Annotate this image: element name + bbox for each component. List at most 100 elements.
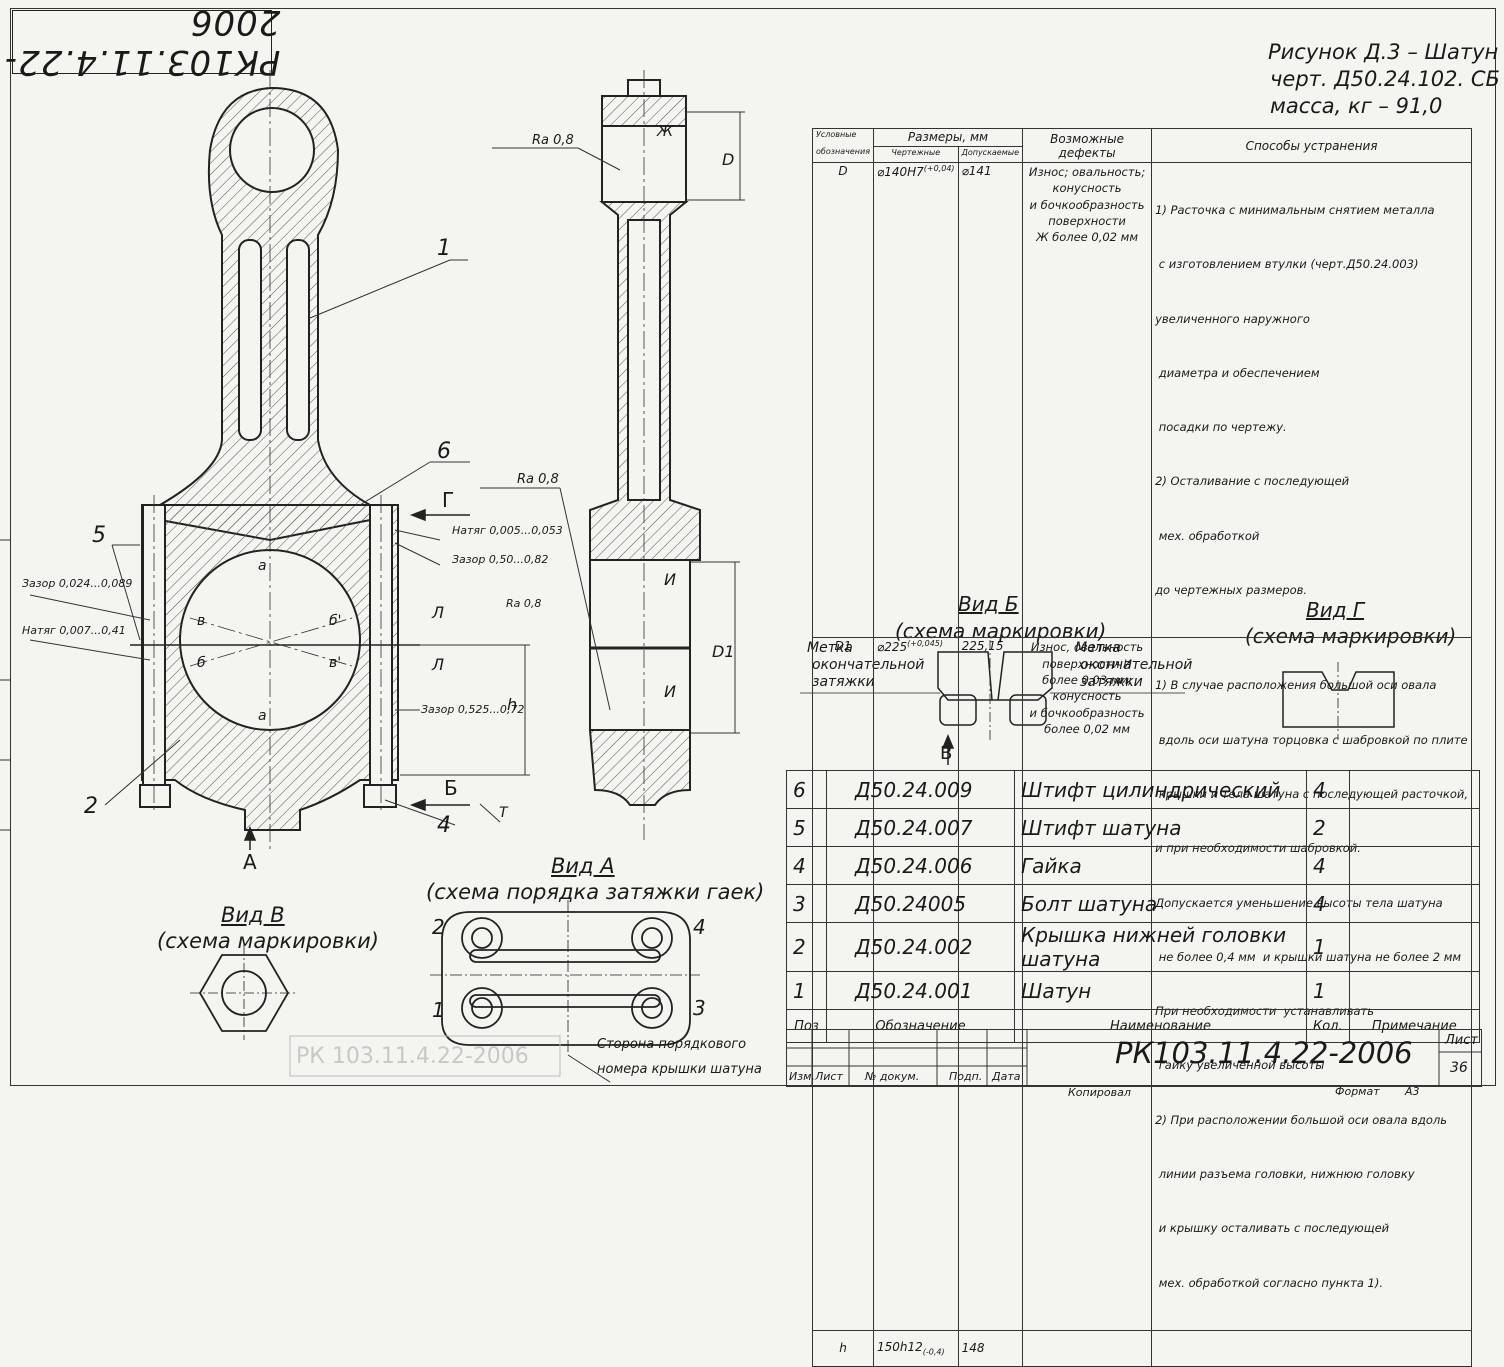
point-a-top: а — [258, 558, 267, 574]
header-defects: Возможные дефекты — [1021, 128, 1153, 163]
row-defects-d: Износ; овальность; конусность и бочкообр… — [1021, 161, 1153, 639]
side-note-line2: номера крышки шатуна — [597, 1062, 762, 1077]
header-code: Обозначение — [826, 1009, 1015, 1043]
title-block: РК103.11.4.22-2006 Лист 36 Изм. Лист № д… — [786, 1029, 1482, 1087]
part-pos: 6 — [786, 770, 827, 809]
part-pos: 2 — [786, 922, 827, 972]
surface-i1-label: И — [664, 570, 676, 589]
ra-mid-label: Ra 0,8 — [517, 472, 559, 487]
part-note — [1348, 770, 1481, 809]
dim-d-label: D — [722, 150, 735, 169]
part-pos: 3 — [786, 884, 827, 923]
natyag-left-label: Натяг 0,007...0,41 — [22, 624, 126, 637]
header-name: Наименование — [1014, 1009, 1307, 1043]
leader-5: 5 — [92, 523, 106, 548]
point-v-right: в' — [329, 655, 342, 671]
side-view-dimensions — [29, 111, 745, 826]
parts-row: 3 Д50.24005 Болт шатуна 4 — [786, 884, 1481, 923]
copied-label: Копировал — [1068, 1086, 1131, 1099]
sheet-label: Лист — [1445, 1033, 1478, 1048]
zazor-left-label: Зазор 0,024...0,089 — [22, 577, 133, 590]
part-note — [1348, 846, 1481, 885]
header-dimensions: Размеры, мм — [873, 128, 1023, 147]
side-note-line1: Сторона порядкового — [597, 1037, 747, 1052]
parts-row: 4 Д50.24.006 Гайка 4 — [786, 846, 1481, 885]
parts-header-row: Поз Обозначение Наименование Кол. Примеч… — [786, 1009, 1481, 1043]
title-block-grid — [787, 1030, 1481, 1086]
point-b-left: б — [197, 655, 206, 671]
ra-top-label: Ra 0,8 — [532, 133, 574, 148]
point-a-bottom: а — [258, 708, 267, 724]
header-drawing: Чертежные — [873, 146, 959, 163]
parts-row: 5 Д50.24.007 Штифт шатуна 2 — [786, 808, 1481, 847]
part-qty: 1 — [1306, 922, 1350, 972]
leader-2: 2 — [84, 794, 98, 819]
view-arrow-b-label: Б — [444, 776, 458, 800]
part-name: Болт шатуна — [1014, 884, 1307, 923]
part-pos: 1 — [786, 971, 827, 1010]
view-v-title: Вид В — [221, 903, 285, 927]
zazor-label-1: Зазор 0,50...0,82 — [452, 553, 549, 566]
watermark: РК 103.11.4.22-2006 — [296, 1044, 529, 1069]
part-name: Штифт цилиндрический — [1014, 770, 1307, 809]
leader-4: 4 — [437, 813, 451, 838]
surface-t-label: Т — [499, 805, 508, 821]
format-value: А3 — [1405, 1085, 1420, 1098]
row-drawing-h: 150h12(-0,4) — [873, 1329, 959, 1367]
surface-i2-label: И — [664, 682, 676, 701]
section-l2-label: Л — [432, 655, 445, 674]
doc-code: РК103.11.4.22-2006 — [1115, 1036, 1413, 1070]
order-2: 2 — [432, 915, 445, 939]
order-1: 1 — [432, 998, 445, 1022]
row-designation-h: h — [812, 1329, 874, 1367]
col-change: Изм. — [789, 1070, 815, 1083]
part-note — [1348, 808, 1481, 847]
part-pos: 4 — [786, 846, 827, 885]
part-name: Гайка — [1014, 846, 1307, 885]
parts-row: 2 Д50.24.002 Крышка нижней головки шатун… — [786, 922, 1481, 972]
view-a-subtitle: (схема порядка затяжки гаек) — [426, 880, 765, 904]
part-note — [1348, 971, 1481, 1010]
order-4: 4 — [693, 915, 706, 939]
row-allowed-d: ⌀141 — [957, 161, 1024, 639]
part-code: Д50.24.001 — [826, 971, 1015, 1010]
part-note — [1348, 922, 1481, 972]
row-remedies-h — [1151, 1329, 1472, 1367]
front-view — [130, 86, 420, 831]
surface-zh-label: Ж — [657, 122, 674, 140]
defects-table: Условные обозначения Размеры, мм Возможн… — [812, 128, 1472, 1367]
point-b-right: б' — [329, 613, 342, 629]
col-doc: № докум. — [865, 1070, 920, 1083]
row-designation-d: D — [812, 161, 874, 639]
col-sign: Подп. — [949, 1070, 983, 1083]
ra-small-label: Ra 0,8 — [506, 597, 542, 610]
view-v-subtitle: (схема маркировки) — [157, 929, 379, 953]
figure-mass: масса, кг – 91,0 — [1270, 94, 1443, 118]
connecting-rod-drawing — [0, 70, 1395, 1083]
part-name: Штифт шатуна — [1014, 808, 1307, 847]
col-date: Дата — [992, 1070, 1021, 1083]
leader-1: 1 — [437, 236, 451, 261]
row-remedies-d: 1) Расточка с минимальным снятием металл… — [1151, 161, 1472, 639]
header-designation: Условные обозначения — [812, 128, 874, 163]
front-view-centerlines — [153, 70, 382, 850]
row-allowed-h: 148 — [957, 1329, 1024, 1367]
part-qty: 4 — [1306, 770, 1350, 809]
part-code: Д50.24.007 — [826, 808, 1015, 847]
part-name: Крышка нижней головки шатуна — [1014, 922, 1307, 972]
parts-row: 6 Д50.24.009 Штифт цилиндрический 4 — [786, 770, 1481, 809]
view-a-title: Вид А — [551, 854, 615, 878]
figure-drawing-no: черт. Д50.24.102. СБ — [1270, 67, 1500, 91]
part-code: Д50.24005 — [826, 884, 1015, 923]
view-arrow-g-label: Г — [442, 488, 455, 512]
view-arrow-a-label: А — [243, 850, 257, 874]
figure-title: Рисунок Д.3 – Шатун — [1268, 40, 1499, 64]
part-qty: 1 — [1306, 971, 1350, 1010]
part-code: Д50.24.006 — [826, 846, 1015, 885]
part-qty: 4 — [1306, 846, 1350, 885]
parts-list-table: 6 Д50.24.009 Штифт цилиндрический 4 5 Д5… — [786, 770, 1481, 1043]
parts-row: 1 Д50.24.001 Шатун 1 — [786, 971, 1481, 1010]
section-l1-label: Л — [432, 603, 445, 622]
header-allowed: Допускаемые — [957, 146, 1024, 163]
order-3: 3 — [693, 996, 706, 1020]
